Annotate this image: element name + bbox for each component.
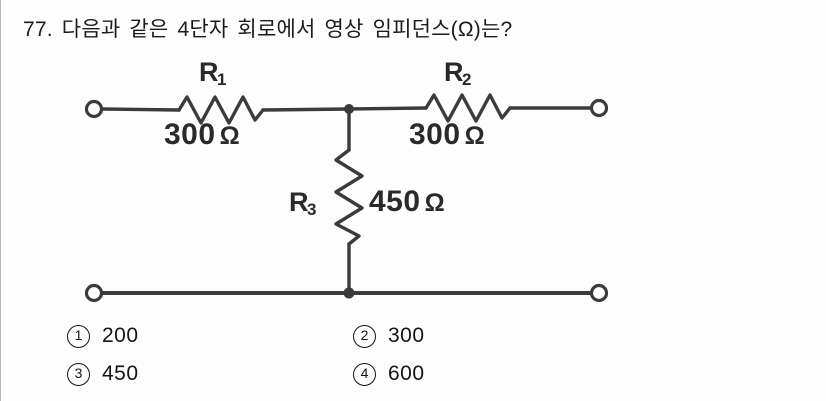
terminal-input-bottom [84,283,104,303]
question-statement: 77. 다음과 같은 4단자 회로에서 영상 임피던스(Ω)는? [23,13,512,43]
resistor-r1-ref-label: R1 [199,57,226,89]
resistor-r3-ref-label: R3 [289,187,316,219]
option-label-4: 600 [388,362,425,385]
option-label-3: 450 [102,362,139,385]
resistor-r1-symbol [177,95,265,125]
question-number: 77. [23,18,53,41]
terminal-input-top [84,99,104,119]
wire-left-top [100,107,181,112]
resistor-r2-ref-label: R2 [444,57,471,89]
answer-option-4[interactable]: 4 600 [353,362,425,386]
terminal-output-top [589,98,609,118]
answer-option-2[interactable]: 2 300 [353,324,425,348]
option-marker-4: 4 [353,362,376,386]
resistor-r2-symbol [424,93,512,123]
option-marker-3: 3 [67,362,90,386]
resistor-r3-symbol [334,148,364,246]
option-label-1: 200 [102,324,139,347]
circuit-svg [84,93,609,303]
option-marker-2: 2 [353,324,376,348]
terminal-output-bottom [589,283,609,303]
answer-option-3[interactable]: 3 450 [67,362,139,386]
option-label-2: 300 [388,324,425,347]
answer-options: 1 200 2 300 3 450 4 600 [1,322,826,401]
option-marker-1: 1 [67,324,90,348]
answer-option-1[interactable]: 1 200 [67,324,139,348]
question-text: 다음과 같은 4단자 회로에서 영상 임피던스(Ω)는? [61,18,513,41]
wire-node-to-r2 [347,106,428,111]
wire-r1-to-node [261,107,351,112]
junction-node-bottom [343,287,355,299]
